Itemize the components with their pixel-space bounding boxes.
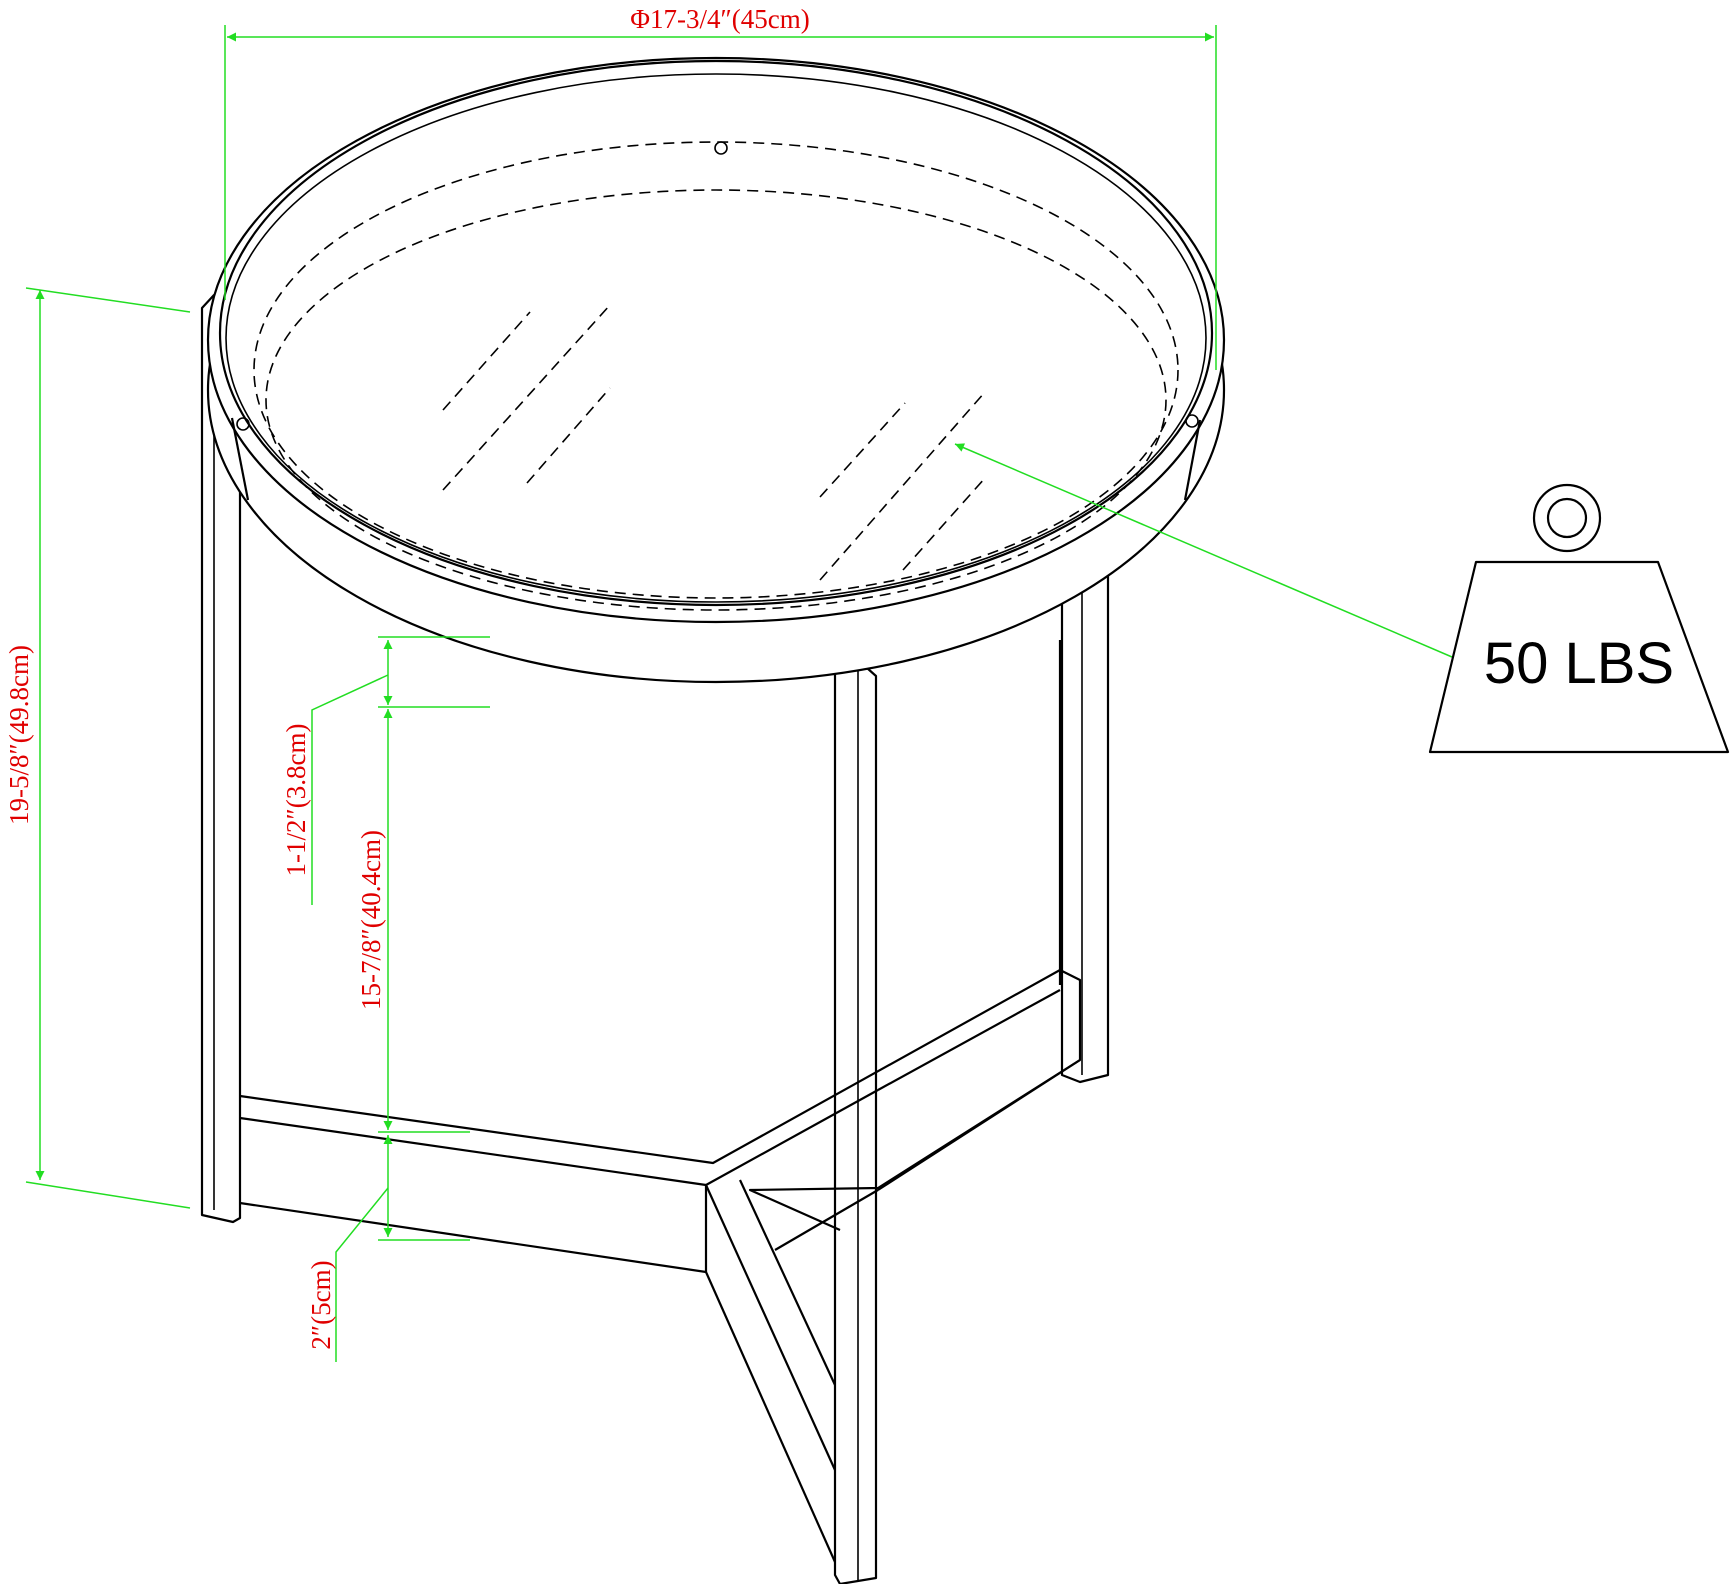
leg-clearance-label: 15-7/8″(40.4cm) xyxy=(356,830,386,1010)
glass-reflection-lines xyxy=(442,304,986,581)
dimension-texts: Φ17-3/4″(45cm) 19-5/8″(49.8cm) 1-1/2″(3.… xyxy=(4,4,810,1350)
front-leg xyxy=(833,658,878,1584)
total-height-label: 19-5/8″(49.8cm) xyxy=(4,645,34,825)
weight-label: 50 LBS xyxy=(1484,631,1674,696)
weight-icon: 50 LBS xyxy=(1428,483,1730,754)
base-frame xyxy=(239,968,1082,1563)
screw-right-icon xyxy=(1185,414,1199,428)
diameter-label: Φ17-3/4″(45cm) xyxy=(630,4,809,34)
tray-depth-label: 1-1/2″(3.8cm) xyxy=(281,724,311,877)
dimension-lines xyxy=(25,25,1453,1362)
base-height-label: 2″(5cm) xyxy=(306,1260,336,1349)
back-left-leg xyxy=(200,293,242,1224)
screw-left-icon xyxy=(236,417,250,431)
screw-top-icon xyxy=(714,141,728,155)
table-top-tray xyxy=(206,56,1226,684)
